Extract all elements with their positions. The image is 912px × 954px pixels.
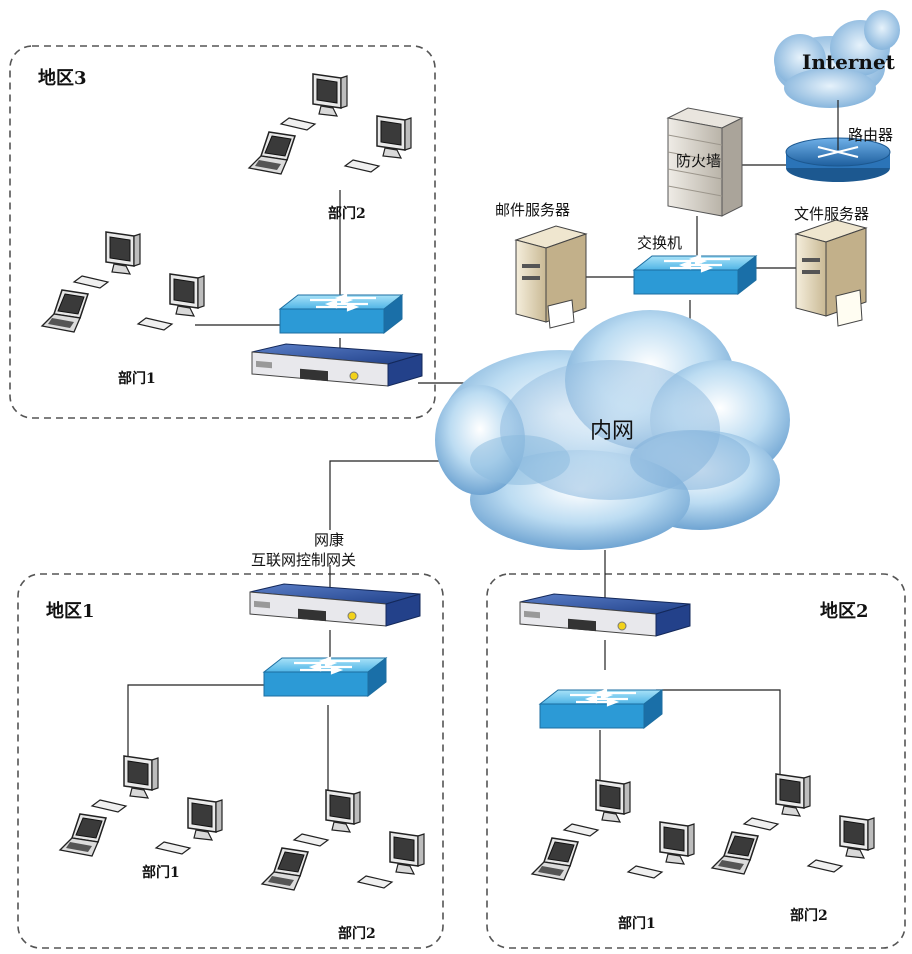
r3-switch [278, 293, 404, 335]
r1-switch [262, 656, 388, 698]
r1-dept2-computers [262, 790, 424, 890]
r2-dept2-computers [712, 774, 874, 874]
r3-dept1-label: 部门1 [118, 371, 156, 387]
mail-server-device [514, 225, 588, 329]
region3-label: 地区3 [38, 68, 87, 89]
intranet-label: 内网 [590, 419, 635, 444]
r2-dept2-label: 部门2 [790, 908, 828, 924]
region2-boundary [486, 573, 906, 949]
r2-dept1-computers [532, 780, 694, 880]
router-label: 路由器 [848, 126, 894, 144]
r1-dept1-computers [60, 756, 222, 856]
r1-dept2-label: 部门2 [338, 926, 376, 942]
file-server-label: 文件服务器 [794, 205, 870, 223]
r1-dept1-label: 部门1 [142, 865, 180, 881]
region2-label: 地区2 [820, 601, 869, 622]
r3-gateway [251, 343, 423, 387]
region1-boundary [17, 573, 444, 949]
internet-cloud [774, 10, 900, 108]
region3-boundary [9, 45, 436, 419]
r3-dept2-computers [249, 74, 411, 174]
firewall-label: 防火墙 [676, 152, 722, 170]
gateway-label-line1: 网康 [314, 531, 345, 549]
internet-label: Internet [802, 50, 895, 74]
r3-dept1-computers [42, 232, 204, 332]
region1-label: 地区1 [46, 601, 95, 622]
r2-dept1-label: 部门1 [618, 916, 656, 932]
core-switch [632, 254, 758, 296]
intranet-cloud [435, 310, 790, 550]
r2-switch [538, 688, 664, 730]
switch-label: 交换机 [637, 234, 683, 252]
firewall-device [666, 107, 744, 217]
r1-gateway [249, 583, 421, 627]
r2-gateway [519, 593, 691, 637]
router-device [785, 100, 891, 182]
file-server-device [794, 219, 868, 327]
r3-dept2-label: 部门2 [328, 206, 366, 222]
mail-server-label: 邮件服务器 [495, 201, 571, 219]
gateway-label-line2: 互联网控制网关 [251, 551, 357, 569]
